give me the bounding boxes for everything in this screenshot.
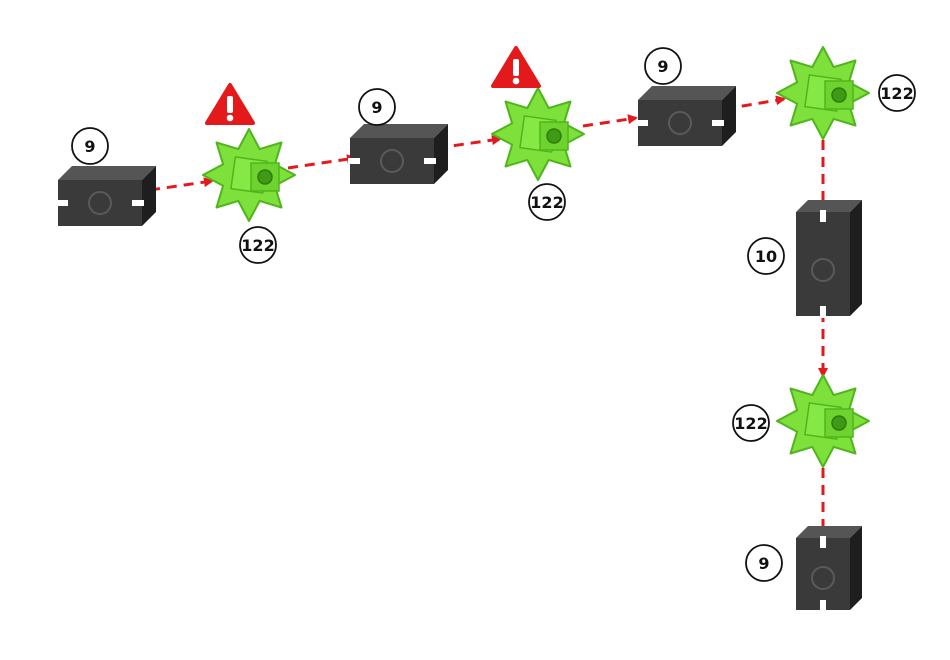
warning-triangle-icon [493, 48, 539, 86]
assembly-arrow [150, 181, 212, 190]
part-number-label: 9 [657, 57, 668, 76]
assembly-arrow [288, 158, 355, 168]
hub-piece: 122 [733, 375, 869, 467]
part-number-label: 122 [530, 193, 563, 212]
hub-piece: 122 [492, 48, 584, 220]
part-number-label: 9 [84, 137, 95, 156]
part-number-label: 122 [880, 84, 913, 103]
hub-piece: 122 [777, 47, 915, 139]
connector-piece: 10 [748, 200, 862, 318]
connector-piece: 9 [746, 526, 862, 612]
part-number-label: 122 [734, 414, 767, 433]
part-number-label: 9 [758, 554, 769, 573]
connector-piece: 9 [56, 128, 156, 226]
connector-piece: 9 [636, 48, 736, 146]
parts-layer: 9 122 9 122 9 122 10 122 9 [56, 47, 915, 612]
assembly-arrow [583, 118, 636, 126]
connector-piece: 9 [348, 89, 448, 184]
hub-piece: 122 [203, 85, 295, 263]
part-number-label: 10 [755, 247, 777, 266]
warning-triangle-icon [207, 85, 253, 123]
part-number-label: 9 [371, 98, 382, 117]
part-number-label: 122 [241, 236, 274, 255]
